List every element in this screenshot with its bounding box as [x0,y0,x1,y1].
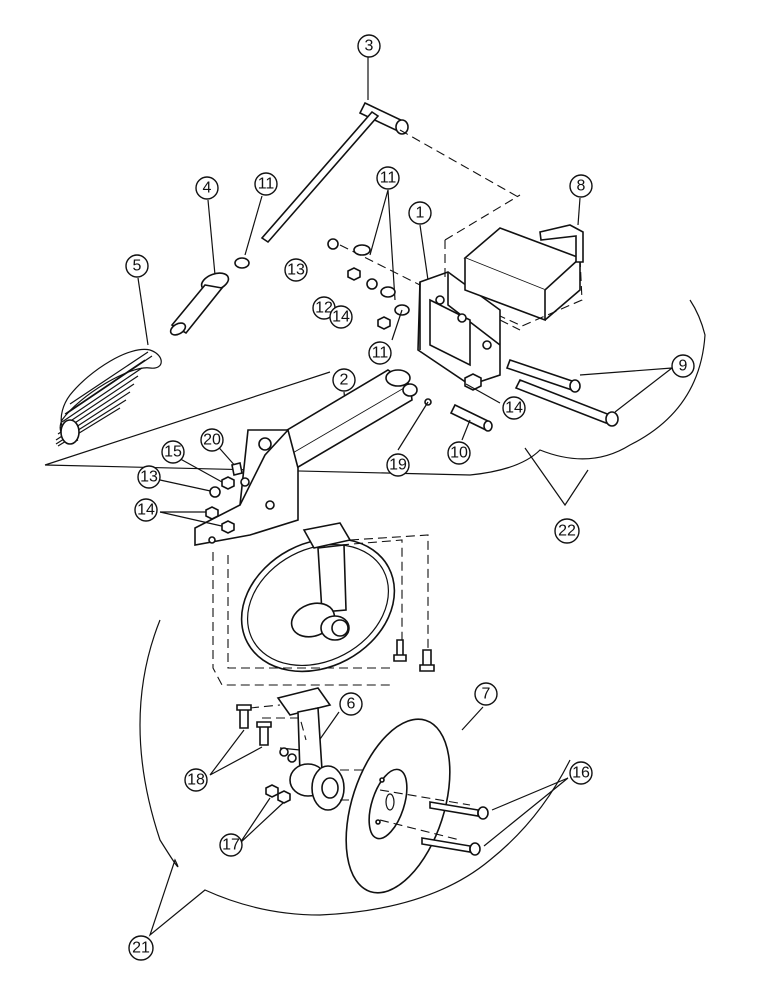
svg-text:16: 16 [572,765,590,782]
svg-text:14: 14 [332,309,350,326]
callout-10: 10 [447,441,471,465]
long-bolts [505,358,673,427]
sleeve [169,199,230,336]
callout-11-rod: 11 [254,172,278,196]
callout-15: 15 [161,440,185,464]
svg-text:8: 8 [577,178,586,195]
callout-18: 18 [184,768,208,792]
mounting-bracket [339,194,521,386]
svg-text:7: 7 [482,686,491,703]
disc-hub-bracket [249,687,420,811]
callout-8: 8 [569,174,593,198]
group-outline-21 [139,619,571,937]
main-arm [194,369,418,546]
pivot-pin [397,398,493,451]
callout-17: 17 [219,833,243,857]
svg-text:22: 22 [558,523,576,540]
callout-13-upper: 13 [284,258,308,282]
callout-21: 21 [128,935,154,961]
svg-text:6: 6 [347,696,356,713]
svg-text:3: 3 [365,38,374,55]
svg-text:9: 9 [679,358,688,375]
svg-text:21: 21 [132,940,150,957]
svg-text:19: 19 [389,457,407,474]
callout-20: 20 [200,428,224,452]
callout-11-washers: 11 [376,166,400,190]
svg-text:4: 4 [203,180,212,197]
washer-11-rod [234,195,263,269]
svg-text:11: 11 [258,176,275,193]
svg-text:13: 13 [140,469,158,486]
svg-text:20: 20 [203,432,221,449]
compression-spring [55,277,162,447]
callout-6: 6 [339,692,363,716]
callout-3: 3 [357,34,381,58]
svg-text:12: 12 [315,300,333,317]
svg-text:1: 1 [416,205,425,222]
carriage-bolts [379,777,569,856]
callout-16: 16 [569,761,593,785]
svg-text:18: 18 [187,772,205,789]
callout-14-right: 14 [502,396,526,420]
svg-text:10: 10 [450,445,468,462]
flat-disc-blade [345,706,484,894]
svg-text:14: 14 [137,502,155,519]
callout-5: 5 [125,254,149,278]
callout-2: 2 [332,368,356,392]
hub-bolts [209,704,272,776]
svg-text:17: 17 [222,837,240,854]
svg-text:13: 13 [287,262,305,279]
l-pin [539,197,584,263]
callout-14-lower: 14 [134,498,158,522]
hub-nuts [239,784,291,844]
callout-19: 19 [386,453,410,477]
callout-7: 7 [474,682,498,706]
callout-9: 9 [671,354,695,378]
callout-14-upper: 14 [329,305,353,329]
callout-1: 1 [408,201,432,225]
assembled-disc [212,522,435,686]
callout-22: 22 [554,518,580,544]
callout-11-bracket: 11 [368,341,392,365]
callout-4: 4 [195,176,219,200]
svg-text:15: 15 [164,444,182,461]
svg-text:11: 11 [380,170,397,187]
svg-text:5: 5 [133,258,142,275]
svg-text:2: 2 [340,372,349,389]
group-outline-22 [44,299,706,476]
svg-text:11: 11 [372,345,389,362]
t-handle-rod [260,57,521,244]
callout-13-lower: 13 [137,465,161,489]
group-pointer-22 [524,447,589,507]
upper-hardware [327,189,501,404]
svg-text:14: 14 [505,400,523,417]
